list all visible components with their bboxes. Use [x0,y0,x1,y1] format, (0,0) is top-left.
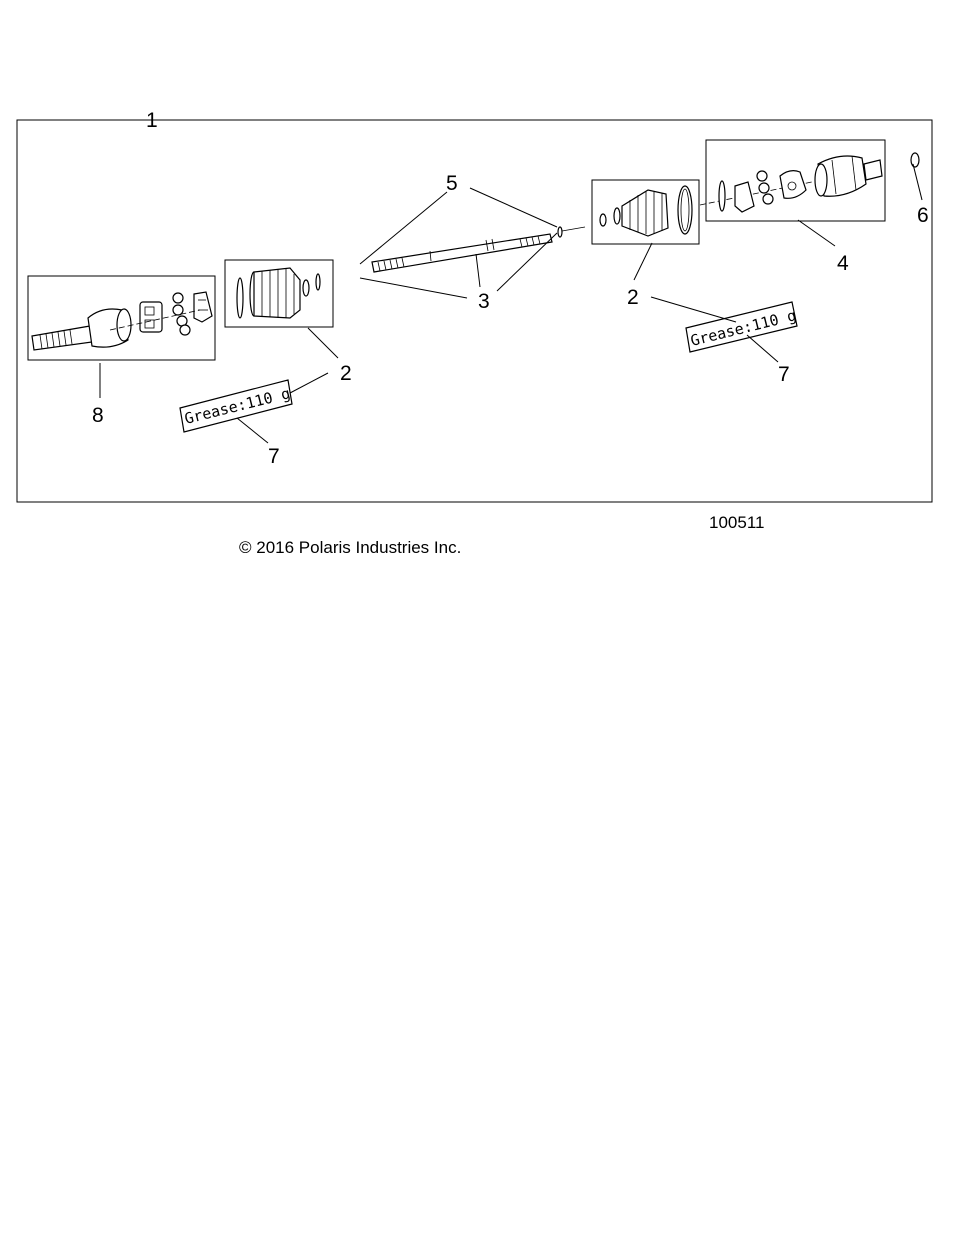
callout-2-left: 2 [340,362,352,385]
circlip-part-6[interactable] [910,152,920,168]
callout-3: 3 [478,290,490,313]
inner-cv-joint-box [705,139,886,222]
callout-4: 4 [837,252,849,275]
grease-label-right[interactable]: Grease:110 g [685,301,798,353]
outer-cv-joint-group[interactable] [27,275,216,361]
outer-cv-joint-box [27,275,216,361]
copyright-notice: © 2016 Polaris Industries Inc. [239,538,462,557]
inner-cv-joint-group[interactable] [699,139,886,222]
left-boot-kit-group[interactable] [224,259,334,328]
callout-2-right: 2 [627,286,639,309]
leader-lines [99,163,923,444]
right-boot-kit-group[interactable] [591,179,700,245]
assembly-frame [16,119,933,503]
callout-6: 6 [917,204,929,227]
callout-8: 8 [92,404,104,427]
right-boot-kit-box [591,179,700,245]
callout-7-left: 7 [268,445,280,468]
callout-1: 1 [146,109,158,132]
drawing-number: 100511 [709,513,765,532]
callout-5: 5 [446,172,458,195]
axle-shaft-group[interactable] [371,226,586,273]
callout-7-right: 7 [778,363,790,386]
grease-label-left[interactable]: Grease:110 g [179,379,293,433]
left-boot-kit-box [224,259,334,328]
